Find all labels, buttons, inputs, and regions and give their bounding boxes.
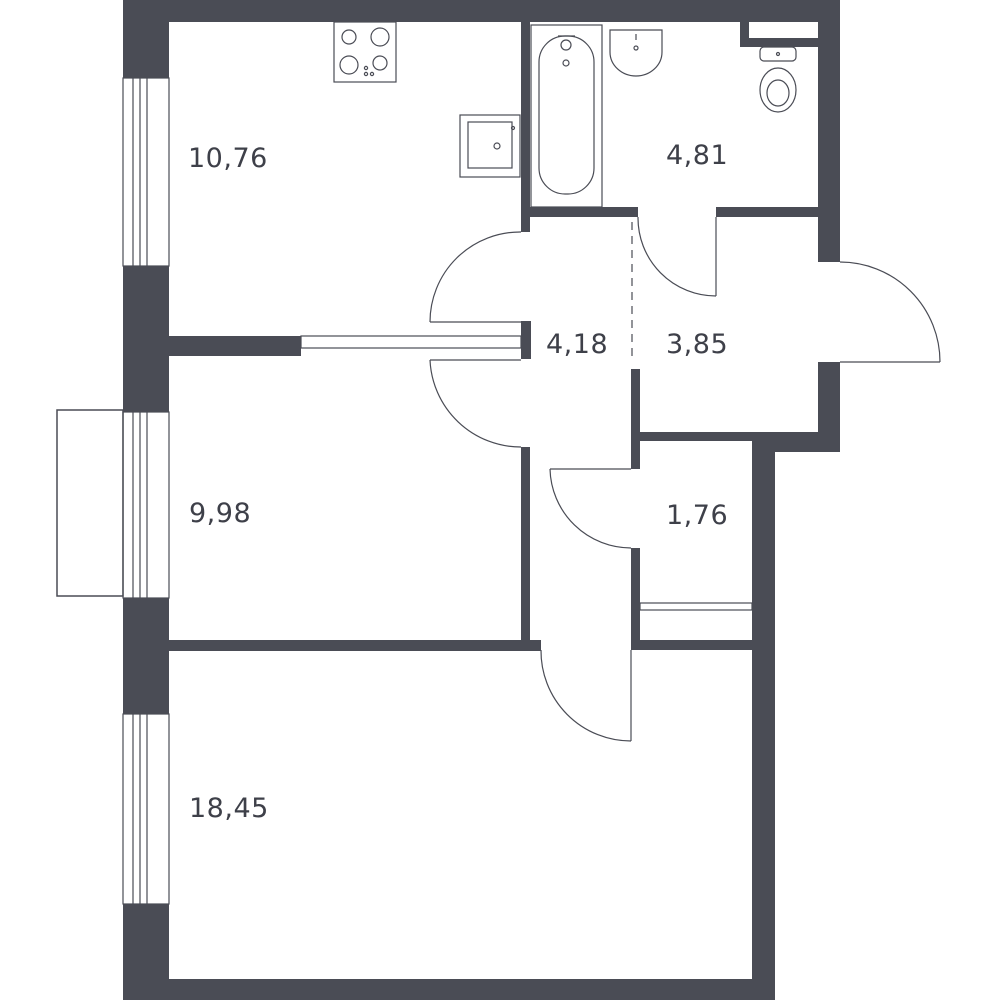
balcony	[56, 409, 124, 597]
door-storage[interactable]	[549, 468, 632, 549]
door-kitchen[interactable]	[429, 231, 522, 323]
window-living-room	[122, 713, 170, 905]
door-bathroom[interactable]	[637, 216, 717, 297]
toilet-icon	[759, 46, 797, 113]
bathroom-area: 4,81	[666, 140, 728, 171]
door-living-room[interactable]	[540, 649, 632, 742]
bedroom-area: 9,98	[189, 498, 251, 529]
corridor-area: 4,18	[546, 329, 608, 360]
washbasin-icon	[609, 29, 663, 77]
bathtub-icon	[530, 24, 603, 208]
stove-icon	[333, 21, 397, 83]
kitchen-sink-icon	[459, 114, 521, 178]
interior-walls	[169, 18, 818, 651]
window-bedroom	[122, 411, 170, 599]
exterior-walls	[123, 0, 840, 1000]
door-bedroom[interactable]	[429, 359, 522, 448]
window-kitchen	[122, 77, 170, 267]
storage-area: 1,76	[666, 500, 728, 531]
door-entrance[interactable]	[839, 261, 941, 363]
living-room-area: 18,45	[189, 793, 269, 824]
hall-area: 3,85	[666, 329, 728, 360]
kitchen-area: 10,76	[188, 143, 268, 174]
